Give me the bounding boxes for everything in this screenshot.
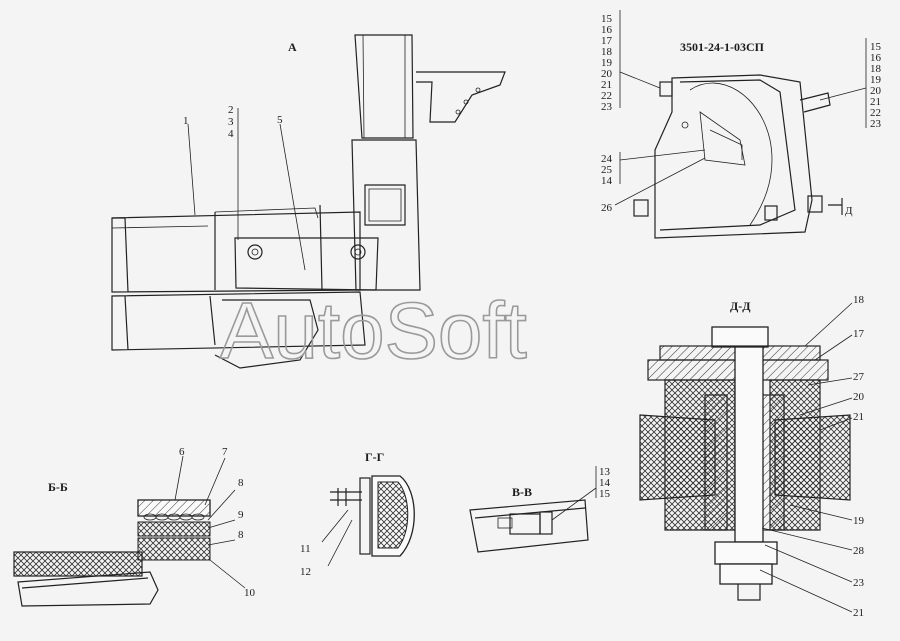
callout-26: 26 [601, 202, 613, 214]
callout-8a: 8 [238, 477, 244, 489]
view-d-d: Д-Д 18 17 27 20 21 19 28 23 21 [639, 294, 865, 619]
callout-9: 9 [238, 509, 244, 521]
callout-2: 2 [228, 104, 234, 116]
svg-text:15: 15 [601, 13, 613, 25]
callout-21a: 21 [853, 411, 864, 423]
svg-text:20: 20 [601, 68, 613, 80]
svg-text:18: 18 [870, 63, 882, 75]
svg-text:21: 21 [870, 96, 881, 108]
top-right-callout-stack: 15 16 18 19 20 21 22 23 [870, 41, 882, 130]
section-arrow-d: Д [845, 205, 853, 217]
view-v-title: В-В [512, 485, 532, 499]
svg-text:17: 17 [601, 35, 613, 47]
callout-28: 28 [853, 545, 865, 557]
svg-text:22: 22 [870, 107, 881, 119]
svg-text:18: 18 [601, 46, 613, 58]
callout-13: 13 [599, 466, 611, 478]
view-a-title: А [288, 40, 297, 54]
view-a: А 1 2 3 4 5 [111, 34, 506, 369]
svg-text:25: 25 [601, 164, 613, 176]
mid-callout-stack: 24 25 14 [601, 153, 613, 187]
callout-8b: 8 [238, 529, 244, 541]
callout-12: 12 [300, 566, 311, 578]
callout-6: 6 [179, 446, 185, 458]
svg-text:23: 23 [601, 101, 613, 113]
svg-text:15: 15 [870, 41, 882, 53]
callout-5: 5 [277, 114, 283, 126]
assembly-code: 3501-24-1-03СП [680, 40, 765, 54]
svg-text:20: 20 [870, 85, 882, 97]
view-b-b: Б-Б 6 7 8 9 8 10 [13, 446, 256, 607]
callout-7: 7 [222, 446, 228, 458]
view-g-g: Г-Г 11 12 [300, 450, 415, 578]
callout-14: 14 [599, 477, 611, 489]
spring-coils [143, 513, 205, 521]
callout-11: 11 [300, 543, 311, 555]
svg-text:22: 22 [601, 90, 612, 102]
callout-10: 10 [244, 587, 256, 599]
callout-23: 23 [853, 577, 865, 589]
callout-21b: 21 [853, 607, 864, 619]
view-v-v: В-В 13 14 15 [469, 466, 611, 553]
callout-19: 19 [853, 515, 865, 527]
callout-3: 3 [228, 116, 234, 128]
svg-text:24: 24 [601, 153, 613, 165]
callout-4: 4 [228, 128, 234, 140]
watermark: AutoSoft [220, 286, 527, 375]
callout-15: 15 [599, 488, 611, 500]
callout-17: 17 [853, 328, 865, 340]
svg-text:14: 14 [601, 175, 613, 187]
svg-text:19: 19 [601, 57, 613, 69]
callout-18: 18 [853, 294, 865, 306]
view-d-title: Д-Д [730, 299, 751, 313]
svg-text:19: 19 [870, 74, 882, 86]
top-left-callout-stack: 15 16 17 18 19 20 21 22 23 [601, 13, 613, 113]
callout-27: 27 [853, 371, 865, 383]
callout-1: 1 [183, 115, 189, 127]
callout-20: 20 [853, 391, 865, 403]
svg-text:23: 23 [870, 118, 882, 130]
svg-text:21: 21 [601, 79, 612, 91]
view-top-right: 3501-24-1-03СП 15 16 17 18 19 20 21 22 2… [601, 10, 882, 239]
svg-text:16: 16 [601, 24, 613, 36]
svg-text:16: 16 [870, 52, 882, 64]
view-b-title: Б-Б [48, 480, 68, 494]
view-g-title: Г-Г [365, 450, 384, 464]
